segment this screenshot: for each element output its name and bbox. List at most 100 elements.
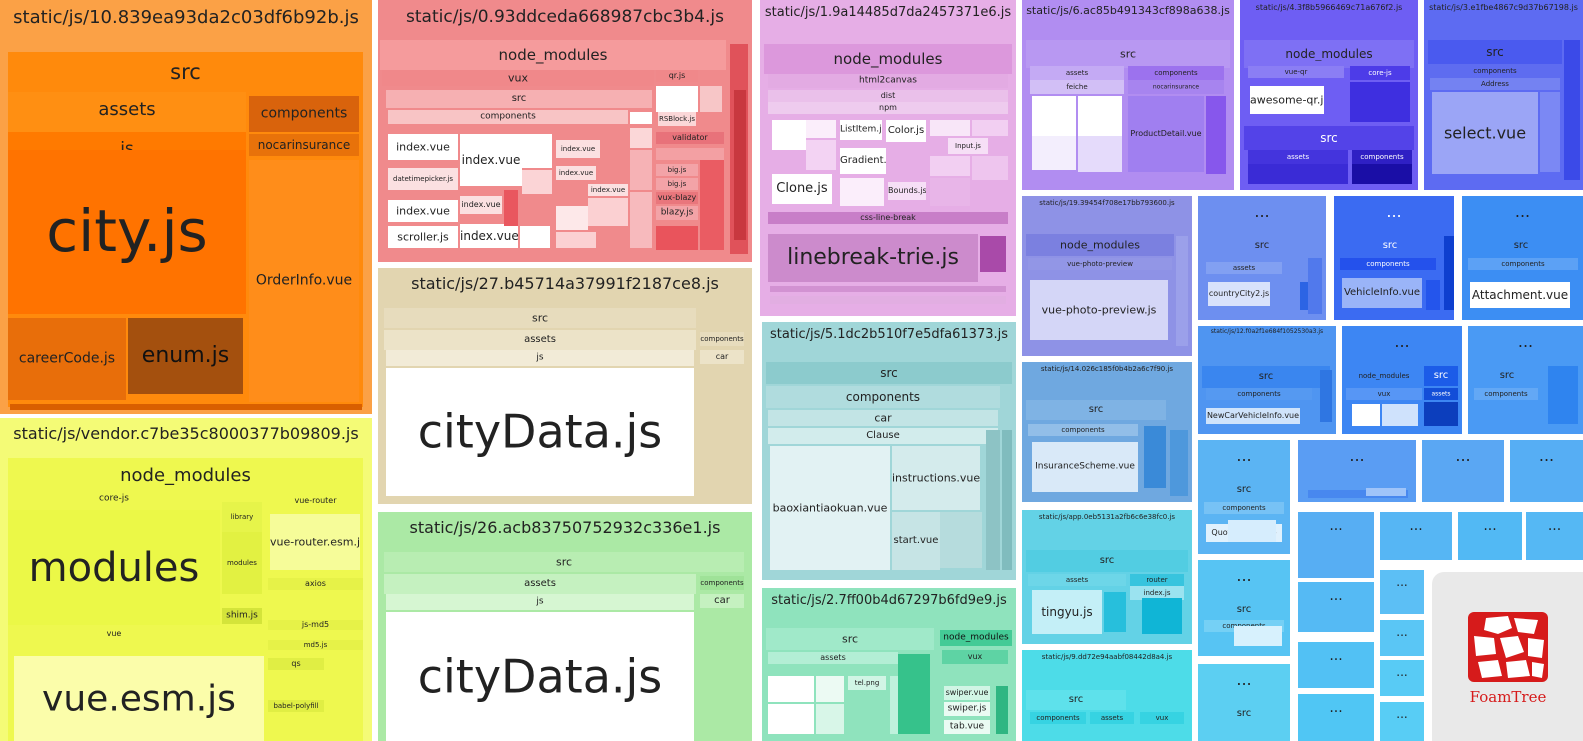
treemap-cell-b4-car[interactable]: car <box>700 350 744 364</box>
treemap-cell-dots[interactable]: ... <box>1526 512 1583 560</box>
treemap-tile[interactable] <box>768 676 814 702</box>
treemap-tile[interactable] <box>520 226 550 248</box>
treemap-cell-b13-file[interactable]: InsuranceScheme.vue <box>1032 442 1138 492</box>
treemap-cell-b4-components[interactable]: components <box>700 332 744 346</box>
treemap-cell-b6-gradient[interactable]: Gradient.js <box>840 148 886 174</box>
treemap-tile[interactable] <box>816 704 844 734</box>
treemap-tile[interactable] <box>700 160 724 250</box>
treemap-cell-b12-file[interactable]: vue-photo-preview.js <box>1030 280 1168 340</box>
treemap-cell-b5-citydata[interactable]: cityData.js <box>386 612 694 741</box>
treemap-cell-c2-file[interactable]: VehicleInfo.vue <box>1342 278 1422 308</box>
treemap-cell-b3-components[interactable]: components <box>388 110 628 124</box>
treemap-cell-b2-vuerouter[interactable]: vue-router <box>268 494 363 508</box>
treemap-cell-c5-vux[interactable]: vux <box>1346 388 1422 400</box>
treemap-cell-c3-file[interactable]: Attachment.vue <box>1470 282 1570 308</box>
treemap-cell-b2-modules[interactable]: modules <box>8 510 220 625</box>
treemap-cell-b4-assets[interactable]: assets <box>384 330 696 350</box>
treemap-cell-b14-router[interactable]: router <box>1130 574 1184 586</box>
treemap-cell-b7-instr[interactable]: instructions.vue <box>892 446 980 510</box>
treemap-cell-b8-assets[interactable]: assets <box>768 652 898 664</box>
treemap-cell-c1-file[interactable]: countryCity2.js <box>1208 282 1270 306</box>
treemap-cell-b3-qrjs[interactable]: qr.js <box>656 70 698 82</box>
treemap-tile[interactable] <box>772 120 806 150</box>
treemap-tile[interactable] <box>1548 366 1578 424</box>
treemap-cell-b10-src[interactable]: src <box>1244 126 1414 150</box>
treemap-cell-b15-src[interactable]: src <box>1026 690 1126 710</box>
treemap-tile[interactable] <box>1078 136 1122 172</box>
treemap-tile[interactable] <box>1176 236 1188 346</box>
treemap-tile[interactable] <box>504 190 518 226</box>
treemap-cell-b2-vueesm[interactable]: vue.esm.js <box>14 656 264 741</box>
treemap-tile[interactable] <box>1424 402 1458 426</box>
treemap-cell-b12-nm[interactable]: node_modules <box>1026 234 1174 256</box>
treemap-cell-b8-vux[interactable]: vux <box>942 650 1008 664</box>
treemap-cell-b6-input[interactable]: Input.js <box>948 138 988 154</box>
treemap-cell-b6-npm[interactable]: npm <box>768 102 1008 114</box>
treemap-cell-b15-vux[interactable]: vux <box>1140 712 1184 724</box>
treemap-cell-dots[interactable]: ... <box>1380 620 1424 656</box>
treemap-tile[interactable] <box>656 226 698 250</box>
treemap-cell-c2-src[interactable]: src <box>1338 236 1442 256</box>
treemap-cell-b3-index8[interactable]: index.vue <box>588 184 628 196</box>
treemap-cell-b1-nocar[interactable]: nocarinsurance <box>249 134 359 156</box>
treemap-tile[interactable] <box>522 170 552 194</box>
treemap-cell-b11-components[interactable]: components <box>1430 64 1560 78</box>
treemap-cell-b10-vueqr[interactable]: vue-qr <box>1248 66 1344 78</box>
treemap-cell-b2-shim[interactable]: shim.js <box>222 608 262 624</box>
treemap-cell-b3-index6[interactable]: index.vue <box>556 140 600 158</box>
treemap-tile[interactable] <box>630 112 652 124</box>
treemap-cell-b1-career[interactable]: careerCode.js <box>8 318 126 400</box>
treemap-tile[interactable] <box>1144 426 1166 488</box>
treemap-cell-b10-corejs[interactable]: core-js <box>1350 66 1410 80</box>
treemap-tile[interactable] <box>1350 82 1410 122</box>
treemap-cell-c9-src[interactable]: src <box>1202 704 1286 724</box>
treemap-cell-b5-car[interactable]: car <box>700 594 744 608</box>
treemap-cell-b3-blazy[interactable]: vux-blazy <box>656 192 698 204</box>
treemap-cell-b14-src[interactable]: src <box>1026 550 1188 572</box>
treemap-tile[interactable] <box>980 236 1006 272</box>
treemap-cell-b3-bigjs[interactable]: big.js <box>656 164 698 176</box>
treemap-tile[interactable] <box>1444 236 1454 310</box>
treemap-cell-b7-clause[interactable]: Clause <box>768 428 998 444</box>
treemap-cell-b14-assets[interactable]: assets <box>1028 574 1126 586</box>
treemap-cell-c7-components[interactable]: components <box>1204 502 1284 514</box>
treemap-tile[interactable] <box>1234 626 1282 646</box>
treemap-cell-c7-src[interactable]: src <box>1202 480 1286 500</box>
treemap-cell-b15-components[interactable]: components <box>1030 712 1086 724</box>
treemap-cell-b13-src[interactable]: src <box>1026 400 1166 420</box>
treemap-cell-b7-start[interactable]: start.vue <box>892 512 940 570</box>
treemap-cell-c6-components[interactable]: components <box>1474 388 1538 400</box>
treemap-tile[interactable] <box>1308 258 1322 314</box>
treemap-tile[interactable] <box>1308 490 1408 498</box>
treemap-tile[interactable] <box>1206 96 1226 174</box>
treemap-cell-b3-date[interactable]: datetimepicker.js <box>388 168 458 190</box>
treemap-tile[interactable] <box>656 86 698 112</box>
treemap-cell-dots[interactable]: ... <box>1298 582 1374 632</box>
treemap-cell-b13-components[interactable]: components <box>1028 424 1138 436</box>
treemap-cell-b9-assets[interactable]: assets <box>1030 66 1124 80</box>
treemap-tile[interactable] <box>734 90 746 240</box>
treemap-tile[interactable] <box>1320 370 1332 422</box>
treemap-cell-b2-qs[interactable]: qs <box>268 658 324 670</box>
treemap-tile[interactable] <box>930 120 970 136</box>
treemap-cell-b8-src[interactable]: src <box>766 628 934 650</box>
treemap-tile[interactable] <box>806 120 836 138</box>
treemap-tile[interactable] <box>522 134 552 168</box>
treemap-tile[interactable] <box>1382 404 1418 426</box>
treemap-cell-b10-nm[interactable]: node_modules <box>1244 40 1414 68</box>
treemap-tile[interactable] <box>700 86 722 112</box>
treemap-cell-b15-assets[interactable]: assets <box>1090 712 1134 724</box>
treemap-tile[interactable] <box>930 156 970 176</box>
treemap-cell-b7-components[interactable]: components <box>766 386 1000 408</box>
treemap-cell-b9-feiche[interactable]: feiche <box>1030 80 1124 94</box>
treemap-cell-dots[interactable]: ... <box>1422 440 1504 502</box>
treemap-tile[interactable] <box>556 232 596 248</box>
treemap-cell-b2-babel[interactable]: babel-polyfill <box>268 700 324 712</box>
treemap-cell-b3-index3[interactable]: index.vue <box>388 200 458 222</box>
treemap-tile[interactable] <box>1540 92 1560 172</box>
treemap-cell-b5-assets[interactable]: assets <box>384 574 696 594</box>
treemap-cell-c5-src[interactable]: src <box>1424 366 1458 386</box>
treemap-cell-b7-car[interactable]: car <box>768 410 998 426</box>
treemap-tile[interactable] <box>996 686 1008 734</box>
treemap-cell-c5-assets[interactable]: assets <box>1424 388 1458 400</box>
